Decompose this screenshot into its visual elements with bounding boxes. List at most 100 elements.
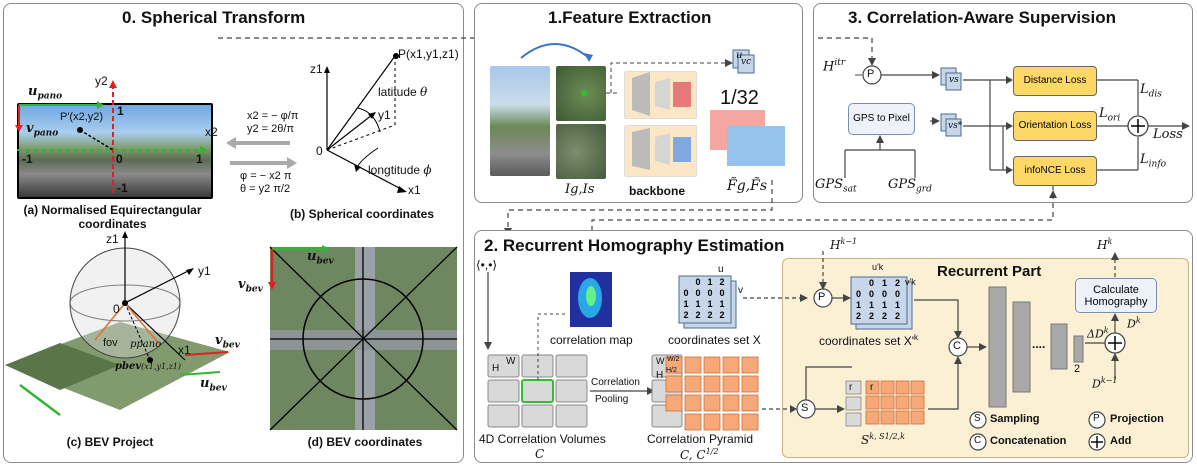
volumes-w-label: W (506, 356, 516, 367)
u-bev-label-c: ubev (200, 376, 227, 394)
two-label: 2 (1074, 363, 1081, 375)
legend-sampling: Sampling (990, 413, 1040, 425)
legend-sampling-symbol: S (974, 413, 981, 424)
calculate-homography-box: Calculate Homography (1075, 278, 1157, 313)
pyramid-w-label: W (656, 356, 665, 366)
feature-vc-label: vc (741, 57, 752, 67)
eq-inverse-phi: φ = − x2 π (240, 170, 292, 182)
caption-b: (b) Spherical coordinates (289, 207, 435, 221)
coordinates-set-x-label: coordinates set X (668, 333, 761, 347)
legend-projection-symbol: P (1093, 413, 1100, 424)
gps-to-pixel-box: GPS to Pixel (848, 103, 915, 135)
bev-origin-label: 0 (113, 302, 120, 316)
grid-x-u-label: u (718, 264, 724, 275)
pano-tick-neg-one-bottom: -1 (117, 181, 128, 195)
pano-tick-zero: 0 (116, 152, 123, 166)
h-k-label: Hk (1097, 237, 1113, 252)
images-label: Ig,Is (565, 182, 595, 197)
pano-tick-one-top: 1 (117, 104, 124, 118)
d-k-label: Dk (1127, 316, 1141, 331)
v-bev-label-c: vbev (215, 333, 240, 351)
correlation-map-label: correlation map (550, 333, 633, 347)
point-p-label: P(x1,y1,z1) (398, 47, 459, 61)
pano-tick-neg-one-left: -1 (22, 152, 33, 166)
pooling-label-2: Pooling (595, 394, 629, 405)
eq-forward-x: x2 = − φ/π (247, 110, 299, 122)
sampling-circle-label: S (801, 402, 809, 414)
p-pano-label: ppano (130, 339, 162, 350)
pooling-label-1: Correlation (591, 377, 640, 388)
latitude-label: latitude θ (378, 85, 428, 99)
caption-c: (c) BEV Project (66, 435, 154, 449)
recurrent-p-circle-label: P (818, 291, 826, 303)
volumes-h-label: H (492, 363, 500, 374)
v-pano-label: vpano (26, 121, 59, 139)
legend-concat-symbol: C (974, 435, 982, 446)
p-prime-label: P'(x2,y2) (60, 111, 104, 123)
u-pano-label: upano (28, 84, 63, 102)
bev-z1-label: z1 (106, 232, 119, 246)
origin-zero-label: 0 (316, 144, 323, 158)
pyramid-h2-label: H/2 (666, 367, 677, 374)
loss-label: Loss (1153, 127, 1183, 142)
dots-label: .... (1032, 337, 1046, 351)
x2-axis-label: x2 (205, 125, 218, 139)
legend-projection: Projection (1110, 413, 1164, 425)
grid-xk-u-label: u'k (872, 262, 884, 272)
gps-grd-label: GPSgrd (888, 177, 932, 195)
bev-y1-label: y1 (198, 264, 211, 278)
infonce-loss-box: infoNCE Loss (1013, 156, 1097, 186)
panel-title-spherical: 0. Spherical Transform (122, 8, 306, 27)
inner-product-label: ⟨•,•⟩ (476, 258, 498, 272)
v-bev-label-d: vbev (238, 277, 263, 295)
pyramid-h-label: H (656, 370, 664, 381)
recurrent-part-title: Recurrent Part (937, 263, 1042, 280)
satellite-image-top (556, 66, 606, 121)
pyramid-w2-label: W/2 (667, 356, 680, 363)
x1-axis-label: x1 (408, 183, 421, 197)
legend-concatenation: Concatenation (990, 435, 1067, 447)
scale-label: 1/32 (720, 87, 759, 109)
l-ori-label: Lori (1099, 106, 1121, 124)
y2-axis-label: y2 (95, 74, 108, 88)
sk-r-label-1: r (849, 382, 853, 393)
grid-x-v-label: v (738, 285, 743, 296)
longitude-label: longtitude ϕ (368, 163, 432, 177)
vs-star-label: vs* (948, 121, 963, 131)
backbone-label: backbone (629, 184, 686, 198)
eq-inverse-theta: θ = y2 π/2 (240, 183, 291, 195)
panel-title-recurrent: 2. Recurrent Homography Estimation (484, 236, 785, 255)
d-k-minus-1-label: Dk−1 (1092, 376, 1118, 391)
sk-r-label-2: r (870, 382, 874, 393)
delta-d-label: ΔDk (1087, 326, 1109, 341)
ground-image (490, 66, 550, 176)
coordinates-set-xk-label: coordinates set X'k (819, 333, 919, 348)
grid-xk-v-label: v'k (905, 277, 916, 287)
sk-label: Sk, S1/2,k (861, 432, 905, 447)
p-bev-label: pbev(x1,y1,z1) (115, 361, 182, 372)
caption-d: (d) BEV coordinates (307, 435, 423, 449)
distance-loss-box: Distance Loss (1013, 66, 1097, 96)
volumes-symbol: C (535, 447, 545, 461)
fov-label: fov (103, 337, 118, 349)
legend-add: Add (1110, 435, 1132, 447)
pano-tick-one-right: 1 (196, 152, 203, 166)
satellite-image-bottom (556, 124, 606, 179)
features-label: F̃g,F̃s (727, 178, 768, 194)
vs-label: vs (949, 75, 959, 85)
h-k-minus-1-label: Hk−1 (830, 237, 858, 252)
